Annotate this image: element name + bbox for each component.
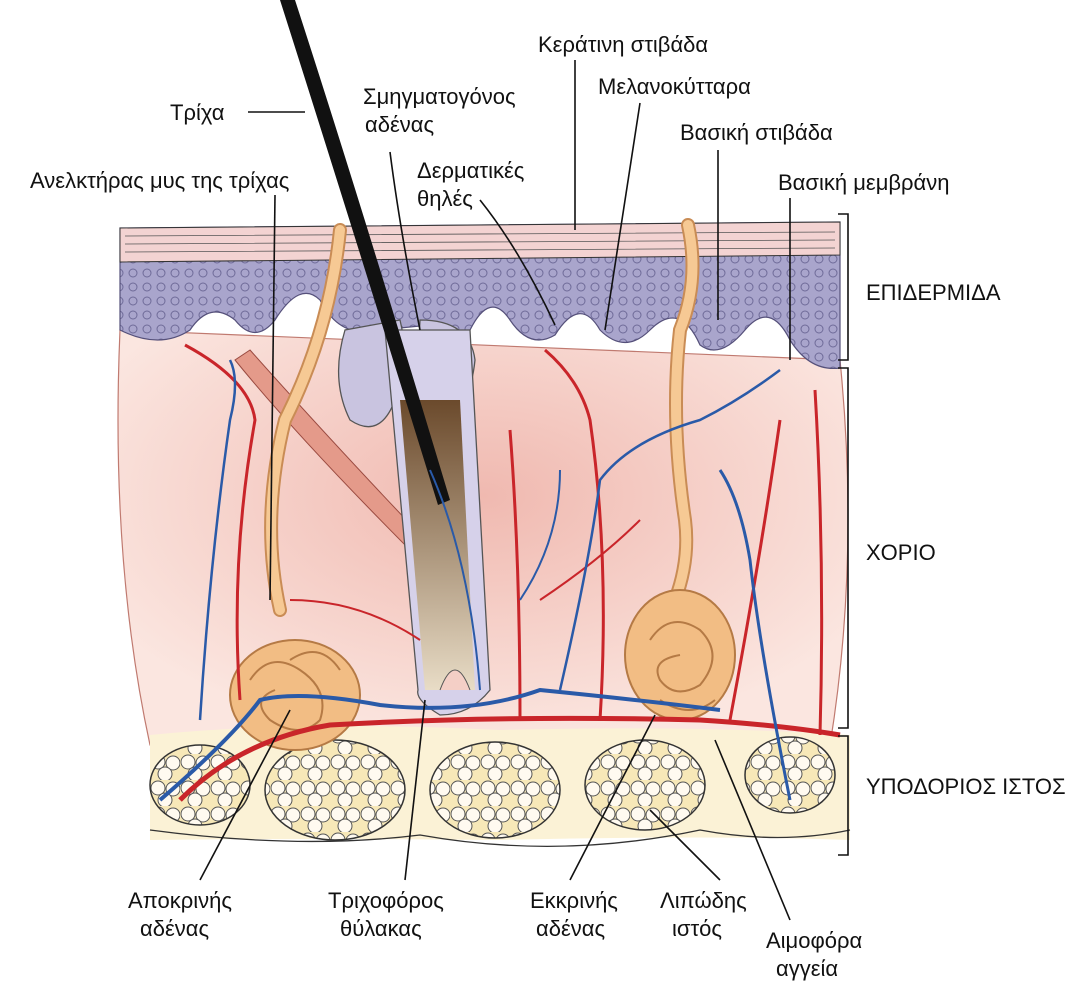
label-adipose-tissue-line2: ιστός	[672, 916, 722, 941]
label-dermis: ΧΟΡΙΟ	[866, 540, 936, 565]
label-adipose-tissue-line1: Λιπώδης	[660, 888, 747, 913]
label-dermal-papillae-line2: θηλές	[417, 186, 473, 211]
label-apocrine-gland-line1: Αποκρινής	[128, 888, 232, 913]
label-hair: Τρίχα	[170, 100, 225, 125]
label-sebaceous-gland-line2: αδένας	[365, 112, 434, 137]
subcutaneous-fat	[150, 726, 850, 846]
label-eccrine-gland-line1: Εκκρινής	[530, 888, 618, 913]
label-arrector-pili: Ανελκτήρας μυς της τρίχας	[30, 168, 289, 193]
label-melanocytes: Μελανοκύτταρα	[598, 74, 751, 99]
label-epidermis: ΕΠΙΔΕΡΜΙΔΑ	[866, 280, 1001, 305]
label-apocrine-gland-line2: αδένας	[140, 916, 209, 941]
label-keratin-layer: Κεράτινη στιβάδα	[538, 32, 708, 57]
label-blood-vessels-line2: αγγεία	[776, 956, 838, 981]
label-hypodermis: ΥΠΟΔΟΡΙΟΣ ΙΣΤΟΣ	[866, 774, 1066, 799]
label-hair-follicle-line2: θύλακας	[340, 916, 422, 941]
label-eccrine-gland-line2: αδένας	[536, 916, 605, 941]
label-basement-membrane: Βασική μεμβράνη	[778, 170, 950, 195]
label-sebaceous-gland-line1: Σμηγματογόνος	[363, 84, 516, 109]
label-dermal-papillae-line1: Δερματικές	[417, 158, 524, 183]
label-blood-vessels-line1: Αιμοφόρα	[766, 928, 862, 953]
label-basal-layer: Βασική στιβάδα	[680, 120, 833, 145]
label-hair-follicle-line1: Τριχοφόρος	[328, 888, 444, 913]
